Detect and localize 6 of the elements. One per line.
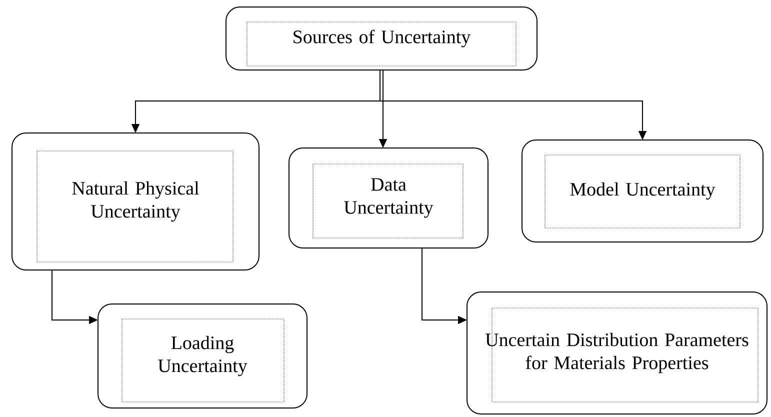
process-box: Natural Physical Uncertainty (12, 132, 260, 270)
process-box: Sources of Uncertainty (226, 6, 538, 70)
process-box: Loading Uncertainty (98, 304, 308, 408)
process-box: Data Uncertainty (288, 148, 488, 248)
process-box: Model Uncertainty (522, 140, 764, 242)
process-box: Uncertain Distribution Parameters for Materials Properties (466, 292, 768, 414)
